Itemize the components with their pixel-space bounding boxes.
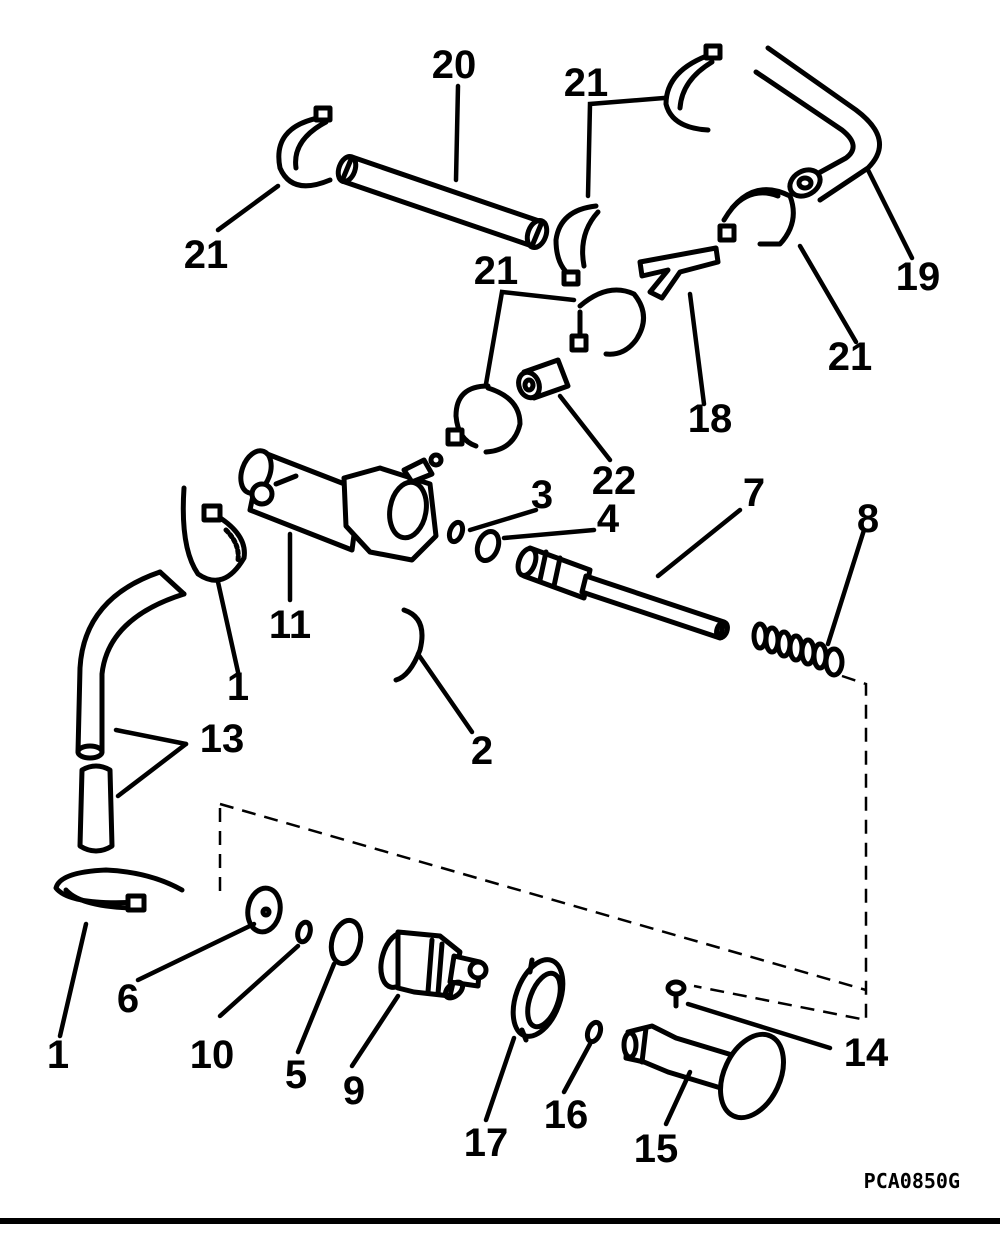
callout-13: 13 [200,717,245,761]
callout-7: 7 [743,471,765,515]
callout-15: 15 [634,1127,679,1171]
part-21-clamp-top [663,43,723,133]
callout-6: 6 [117,977,139,1021]
callout-21-top: 21 [564,61,609,105]
callout-9: 9 [343,1069,365,1113]
part-9-fitting [378,929,489,1001]
part-21-clamp-middle [553,203,601,287]
callout-20: 20 [432,43,477,87]
part-5-o-ring [328,917,364,967]
part-17-nut [510,957,566,1043]
part-21-clamp-right [717,187,796,247]
part-1-clamp-lower [53,867,185,913]
callout-17: 17 [464,1121,509,1165]
part-1-clamp-upper [180,485,247,583]
part-16-o-ring [584,1019,604,1045]
part-8-spring [751,621,845,678]
callout-19: 19 [896,255,941,299]
callout-16: 16 [544,1093,589,1137]
part-15-knob [621,1023,786,1121]
callout-14: 14 [844,1031,889,1075]
callout-4: 4 [597,497,620,541]
part-21-clamp-lower-left [445,383,523,455]
callout-21-left: 21 [184,233,229,277]
part-18-tee-fitting [637,245,721,301]
callout-5: 5 [285,1053,307,1097]
callout-18: 18 [688,397,733,441]
bottom-rule [0,1218,1000,1224]
callout-1-upper: 1 [227,665,249,709]
part-6-washer [245,885,283,935]
callout-2: 2 [471,729,493,773]
part-3-o-ring [446,519,466,545]
assembly-line-right [693,674,868,1022]
callout-21-right: 21 [828,335,873,379]
callout-1-lower: 1 [47,1033,69,1077]
callout-labels: 20 21 21 19 21 21 18 22 3 4 7 8 11 1 13 … [47,43,940,1171]
part-13-hose [75,569,187,854]
callout-21-middle: 21 [474,249,519,293]
callout-10: 10 [190,1033,235,1077]
part-22-sleeve [516,357,571,401]
callout-22: 22 [592,459,637,503]
drawing-code: PCA0850G [864,1169,960,1193]
part-7-plunger [515,545,730,641]
part-21-clamp-lower-right [569,287,646,357]
part-4-o-ring [474,528,502,564]
assembly-line-diagonal [219,802,867,992]
leader-lines [57,83,915,1127]
part-20-hose [335,153,550,251]
part-2-snap-ring [393,607,425,683]
callout-3: 3 [531,473,553,517]
part-19-hose [753,45,882,203]
part-11-valve-body [238,448,444,563]
part-21-clamp-left [276,105,333,189]
callout-8: 8 [857,497,879,541]
part-10-o-ring [295,919,313,945]
part-14-screw [665,979,687,1009]
callout-11: 11 [269,603,311,647]
